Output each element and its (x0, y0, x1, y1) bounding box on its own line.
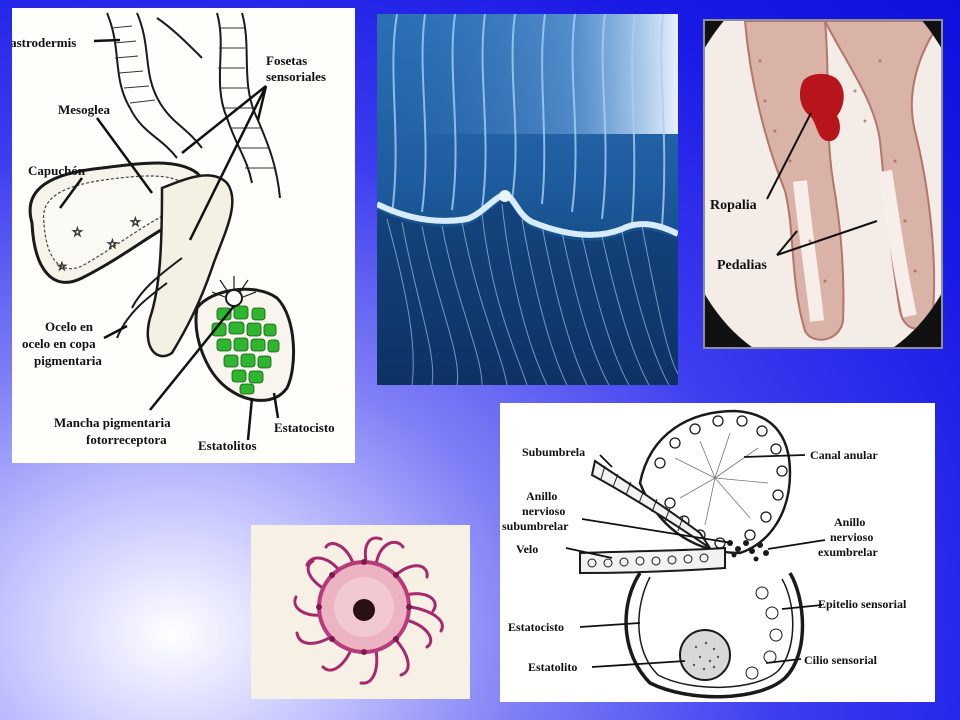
ring-canal-cells (654, 415, 788, 549)
label-estatocisto-2: Estatocisto (508, 620, 564, 634)
label-anillo-exu-line1: Anillo (834, 515, 865, 529)
statolith (679, 629, 731, 681)
label-anillo-exu-line3: exumbrelar (818, 545, 878, 559)
label-estatolitos: Estatolitos (198, 438, 257, 453)
label-ropalia: Ropalia (710, 198, 757, 213)
bell-margin (377, 190, 678, 238)
rhopalium-micrograph: Ropalia Pedalias (705, 21, 941, 347)
label-canal-anular: Canal anular (810, 448, 878, 462)
label-ocelo-line1: Ocelo en (45, 319, 94, 334)
radial-canals (391, 14, 666, 227)
label-fosetas-line2: sensoriales (266, 69, 326, 84)
pedalia-channel (793, 169, 917, 322)
micrograph-leaders (766, 112, 878, 256)
statolith-texture (692, 641, 720, 671)
nerve-ring-cluster (727, 540, 769, 562)
label-anillo-exumbrelar: Anillo nervioso exumbrelar (818, 515, 878, 559)
label-anillo-sub-line2: nervioso (522, 504, 565, 518)
label-anillo-sub-line3: subumbrelar (502, 519, 569, 533)
rhopalium-micrograph-panel: Ropalia Pedalias (703, 19, 943, 349)
sensory-epithelium-cells (745, 586, 783, 680)
ocellus-cilia (211, 276, 257, 298)
label-mancha: Mancha pigmentaria fotorreceptora (54, 415, 174, 447)
tentacle-fringe (386, 203, 678, 385)
svg-text:☆: ☆ (107, 237, 118, 251)
statocyst-wall (624, 572, 805, 699)
label-anillo-subumbrelar: Anillo nervioso subumbrelar (502, 489, 569, 533)
label-capuchon: Capuchón (28, 163, 86, 178)
leader-lines (58, 38, 280, 441)
rhopalium-diagram-panel: ☆ ☆ ☆ ☆ (12, 8, 355, 463)
svg-text:☆: ☆ (72, 225, 83, 239)
label-velo: Velo (516, 542, 538, 556)
larva-mouth (353, 599, 375, 621)
label-anillo-sub-line1: Anillo (526, 489, 557, 503)
statocyst-inner-wall (638, 576, 794, 688)
velum-cells (587, 553, 709, 568)
label-ocelo-line2: ocelo en copa (22, 336, 96, 351)
label-gastrodermis: Gastrodermis (12, 35, 76, 50)
label-fosetas-line1: Fosetas (266, 53, 307, 68)
label-fosetas: Fosetas sensoriales (266, 53, 326, 84)
stalk-epithelium (116, 257, 183, 339)
ocellus-spot (225, 289, 243, 307)
larva-photo (251, 525, 470, 699)
ring-canal-lumen-rays (674, 432, 769, 526)
rhopalium-highlight (499, 190, 511, 202)
larva-image (251, 525, 470, 699)
label-mancha-line1: Mancha pigmentaria (54, 415, 171, 430)
label-epitelio-sensorial: Epitelio sensorial (818, 597, 907, 611)
label-mancha-line2: fotorreceptora (86, 432, 167, 447)
statocyst-diagram-panel: Subumbrela Canal anular Anillo nervioso … (500, 403, 935, 702)
statolith-cluster (211, 305, 280, 395)
rhopalium-diagram: ☆ ☆ ☆ ☆ (12, 12, 335, 453)
label-ocelo: Ocelo en ocelo en copa pigmentaria (22, 319, 102, 368)
label-subumbrela: Subumbrela (522, 445, 585, 459)
tissue-granules (758, 59, 917, 283)
hood-stars: ☆ ☆ ☆ ☆ (57, 215, 142, 274)
label-estatocisto: Estatocisto (274, 420, 335, 435)
label-cilio-sensorial: Cilio sensorial (804, 653, 878, 667)
label-anillo-exu-line2: nervioso (830, 530, 873, 544)
hood-inner (42, 175, 188, 270)
rhopalium-body (146, 174, 234, 358)
subumbrella-cells (600, 465, 684, 532)
label-pedalias: Pedalias (717, 258, 767, 273)
rhopalium-pigment (799, 73, 844, 142)
jellyfish-margin-photo (377, 14, 678, 385)
svg-text:☆: ☆ (130, 215, 141, 229)
label-mesoglea: Mesoglea (58, 102, 110, 117)
label-estatolito: Estatolito (528, 660, 577, 674)
statocyst-leaders (565, 454, 826, 668)
svg-text:☆: ☆ (57, 261, 67, 273)
statocyst-diagram: Subumbrela Canal anular Anillo nervioso … (502, 409, 907, 699)
larva-marginal-spots (316, 559, 412, 655)
jellyfish-margin-image (377, 14, 678, 385)
label-ocelo-line3: pigmentaria (34, 353, 102, 368)
